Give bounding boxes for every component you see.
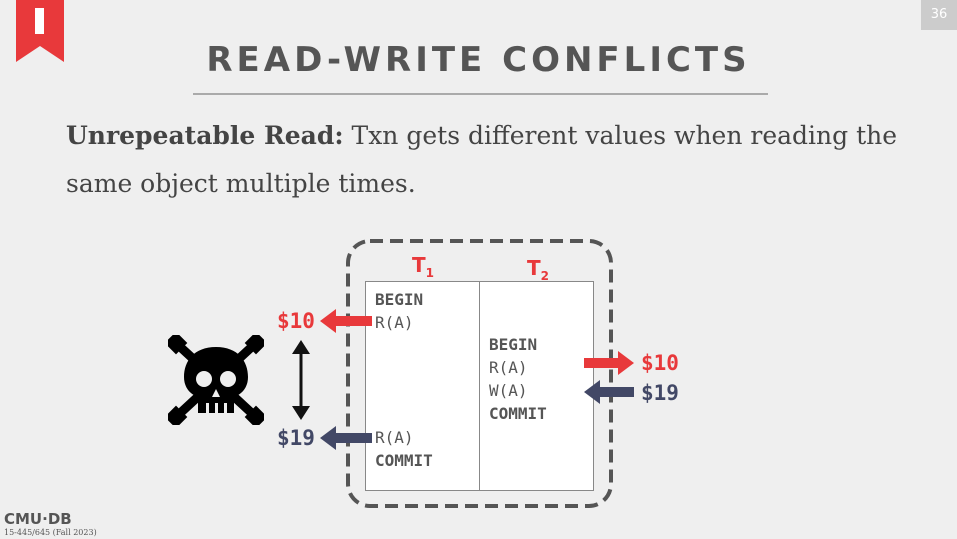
cmu-db-logo: CMU·DB bbox=[4, 510, 72, 528]
slide-title: READ-WRITE CONFLICTS bbox=[206, 40, 751, 80]
definition-text: Unrepeatable Read: Txn gets different va… bbox=[66, 112, 906, 208]
t2-write: W(A) bbox=[489, 381, 528, 400]
double-arrow-icon bbox=[292, 340, 310, 420]
t2-commit: COMMIT bbox=[489, 404, 547, 423]
t1-header: T1 bbox=[412, 253, 435, 280]
t2-begin: BEGIN bbox=[489, 335, 538, 354]
t1-read-2: R(A) bbox=[375, 428, 414, 447]
t1-second-value: $19 bbox=[277, 426, 315, 450]
t2-write-value: $19 bbox=[641, 381, 679, 405]
page-number: 36 bbox=[921, 0, 957, 30]
t2-header: T2 bbox=[527, 256, 550, 283]
t2-read: R(A) bbox=[489, 358, 528, 377]
arrow-left-red-icon bbox=[320, 309, 372, 333]
course-label: 15-445/645 (Fall 2023) bbox=[4, 528, 97, 537]
bookmark-icon bbox=[16, 0, 64, 62]
t1-read-1: R(A) bbox=[375, 313, 414, 332]
column-divider bbox=[479, 281, 480, 491]
arrow-left-navy-icon bbox=[320, 426, 372, 450]
t1-first-value: $10 bbox=[277, 309, 315, 333]
t2-read-value: $10 bbox=[641, 351, 679, 375]
definition: Txn gets different values when reading t… bbox=[66, 121, 898, 198]
term: Unrepeatable Read: bbox=[66, 121, 344, 150]
t1-begin: BEGIN bbox=[375, 290, 424, 309]
arrow-left-navy-icon bbox=[584, 380, 634, 404]
t1-commit: COMMIT bbox=[375, 451, 433, 470]
arrow-right-red-icon bbox=[584, 351, 634, 375]
dashed-boundary bbox=[346, 239, 613, 508]
title-divider bbox=[193, 93, 768, 95]
skull-crossbones-icon bbox=[168, 335, 264, 425]
